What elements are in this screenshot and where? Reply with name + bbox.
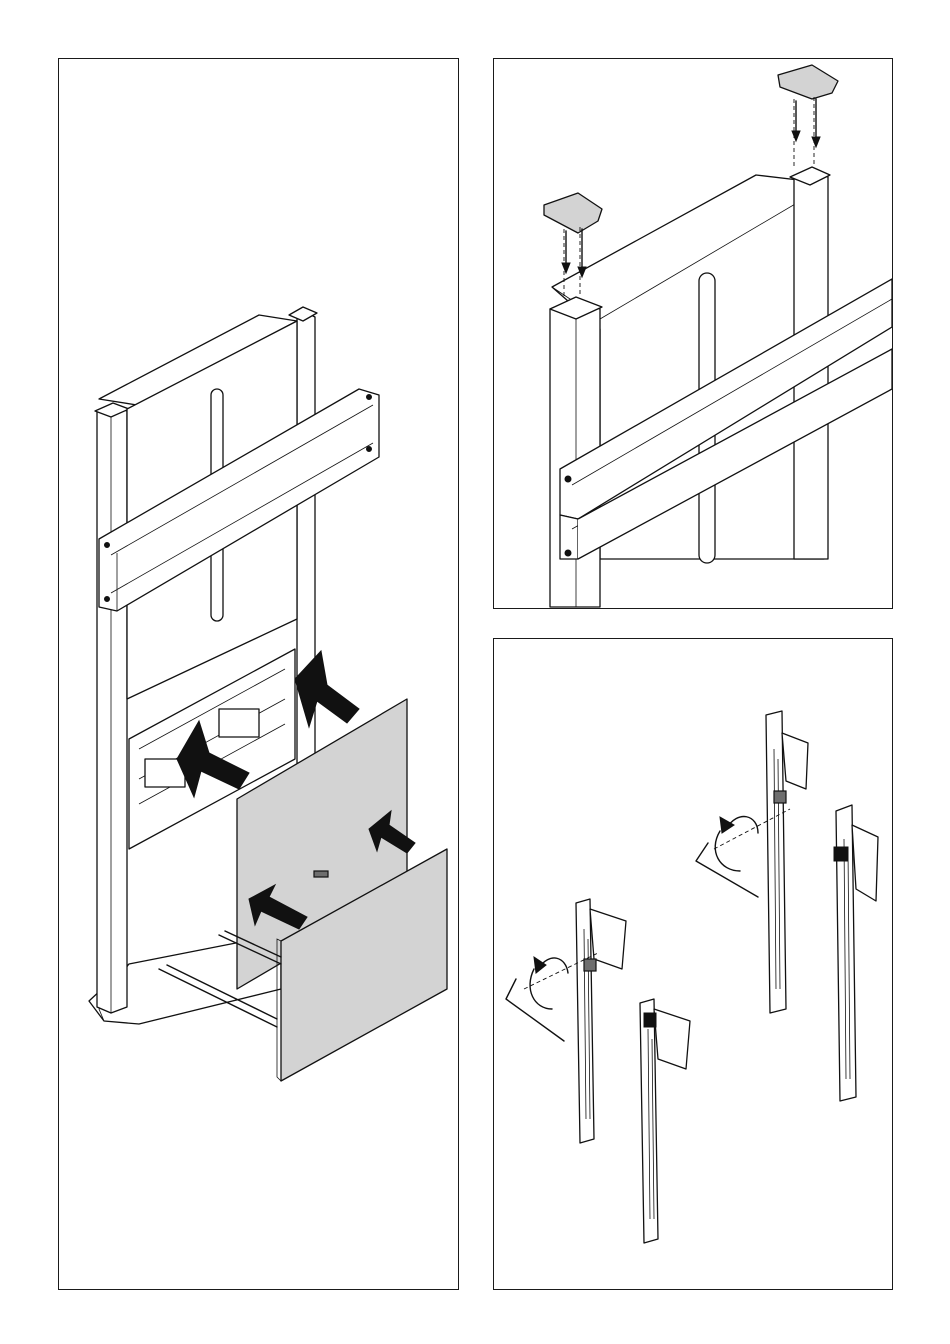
hanger-bracket-4 [834, 805, 878, 1101]
end-cap-right [778, 65, 838, 99]
end-cap-left [544, 193, 602, 233]
hanger-bracket-1 [576, 899, 626, 1143]
left-column [97, 405, 127, 1013]
stand-illustration [59, 59, 458, 1289]
hanger-bracket-2 [640, 999, 690, 1243]
panel-stand-assembly [58, 58, 459, 1290]
panel-end-caps [493, 58, 893, 609]
end-caps-illustration [494, 59, 892, 608]
hanger-bracket-3 [766, 711, 808, 1013]
panel-bracket-adjustment [493, 638, 893, 1290]
bracket-illustration [494, 639, 892, 1289]
